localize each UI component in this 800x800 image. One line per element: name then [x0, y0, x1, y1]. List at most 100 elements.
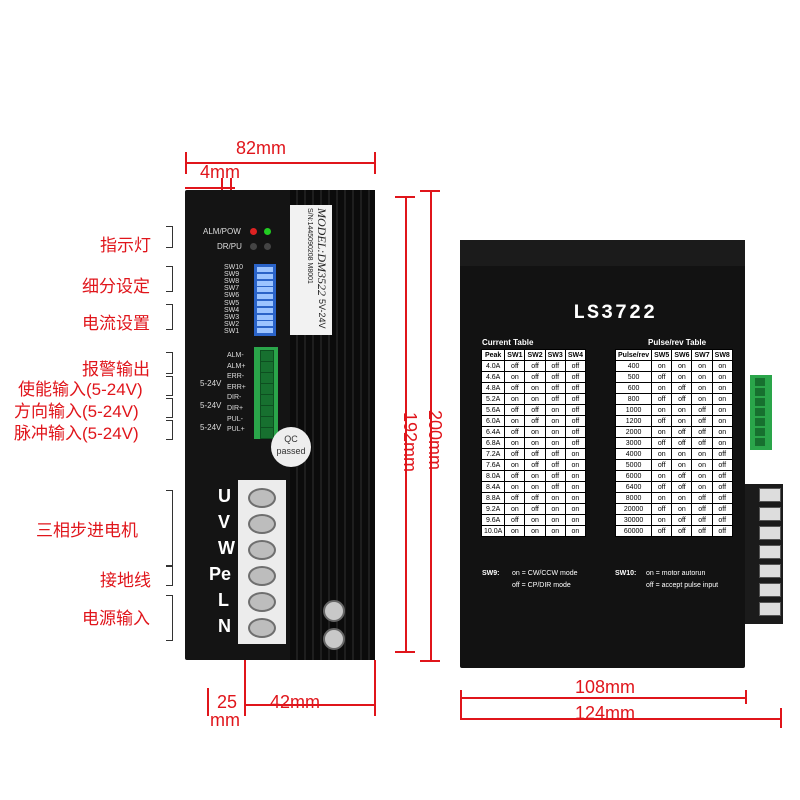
table-cell: off	[691, 415, 713, 427]
bracket	[166, 304, 173, 330]
dip-label: SW10	[224, 264, 244, 271]
table-cell: Peak	[480, 349, 506, 361]
label-dir-in: 方向输入(5-24V)	[14, 402, 139, 421]
dip-switch[interactable]	[254, 264, 276, 336]
table-cell: off	[504, 360, 526, 372]
table-cell: Pulse/rev	[614, 349, 653, 361]
table-cell: off	[711, 481, 733, 493]
dim-42-line	[244, 704, 374, 706]
dim-4-line	[185, 187, 235, 189]
dip-key[interactable]	[257, 267, 273, 272]
terminal-screw[interactable]	[759, 564, 781, 578]
dip-label: SW1	[224, 327, 240, 335]
terminal-screw[interactable]	[759, 526, 781, 540]
bracket	[166, 398, 173, 418]
signal-terminal[interactable]	[254, 347, 278, 439]
dim-tick	[420, 660, 440, 662]
label-subdivision: 细分设定	[82, 277, 150, 296]
alm-pow-label: ALM/POW	[203, 227, 241, 236]
table-cell: on	[711, 360, 733, 372]
table-cell: off	[544, 470, 566, 482]
table-cell: on	[524, 525, 546, 537]
current-table-title: Current Table	[482, 338, 534, 347]
table-cell: off	[544, 448, 566, 460]
terminal-screw[interactable]	[248, 488, 276, 508]
terminal-pin	[755, 438, 765, 446]
label-enable-in: 使能输入(5-24V)	[18, 380, 143, 399]
table-cell: off	[691, 514, 713, 526]
table-cell: SW4	[564, 349, 586, 361]
table-cell: off	[504, 492, 526, 504]
dip-key[interactable]	[257, 328, 273, 334]
table-cell: off	[651, 371, 673, 383]
power-terminal-block[interactable]	[238, 480, 286, 644]
dip-label: SW5	[224, 299, 240, 307]
dip-key[interactable]	[257, 321, 273, 327]
terminal-screw[interactable]	[759, 583, 781, 597]
bracket	[166, 420, 173, 440]
table-cell: off	[691, 426, 713, 438]
dip-label: SW7	[224, 285, 240, 293]
io-volt-1: 5-24V	[200, 379, 222, 388]
io-label: ALM+	[227, 362, 246, 370]
table-cell: SW1	[504, 349, 526, 361]
terminal-screw[interactable]	[759, 488, 781, 502]
dip-key[interactable]	[257, 301, 273, 306]
dip-label: SW4	[224, 306, 240, 314]
table-cell: 6400	[614, 481, 653, 493]
terminal-screw[interactable]	[248, 540, 276, 560]
table-cell: on	[671, 360, 693, 372]
bracket	[166, 566, 173, 586]
label-ground: 接地线	[100, 571, 151, 590]
dip-label: SW2	[224, 320, 240, 328]
terminal-screw[interactable]	[759, 545, 781, 559]
table-cell: 5000	[614, 459, 653, 471]
dip-key[interactable]	[257, 307, 273, 313]
right-signal-terminal[interactable]	[750, 375, 772, 450]
terminal-screw[interactable]	[248, 566, 276, 586]
serial-text: S/N:1445090208 M8001	[306, 208, 313, 284]
table-cell: off	[711, 514, 733, 526]
table-cell: off	[651, 459, 673, 471]
dip-label: SW8	[224, 278, 240, 286]
table-cell: 5.6A	[480, 404, 506, 416]
dip-key[interactable]	[257, 287, 273, 293]
io-label: ALM-	[227, 352, 244, 359]
table-cell: off	[671, 382, 693, 394]
right-power-terminal[interactable]	[745, 484, 783, 624]
dip-key[interactable]	[257, 294, 273, 300]
table-cell: on	[691, 382, 713, 394]
table-cell: on	[524, 437, 546, 449]
terminal-screw[interactable]	[248, 592, 276, 612]
table-cell: on	[504, 459, 526, 471]
dim-192-line	[405, 196, 407, 651]
dip-key[interactable]	[257, 280, 273, 286]
bracket	[166, 352, 173, 374]
terminal-screw[interactable]	[248, 618, 276, 638]
table-cell: 4.0A	[480, 360, 506, 372]
terminal-screw[interactable]	[759, 507, 781, 521]
terminal-screw[interactable]	[759, 602, 781, 616]
terminal-label: L	[218, 590, 229, 610]
io-label: DIR-	[227, 394, 242, 402]
table-cell: off	[564, 371, 586, 383]
dip-key[interactable]	[257, 273, 273, 279]
table-cell: SW8	[711, 349, 733, 361]
table-cell: on	[671, 448, 693, 460]
terminal-screw[interactable]	[248, 514, 276, 534]
table-cell: off	[524, 448, 546, 460]
dip-key[interactable]	[257, 314, 273, 320]
